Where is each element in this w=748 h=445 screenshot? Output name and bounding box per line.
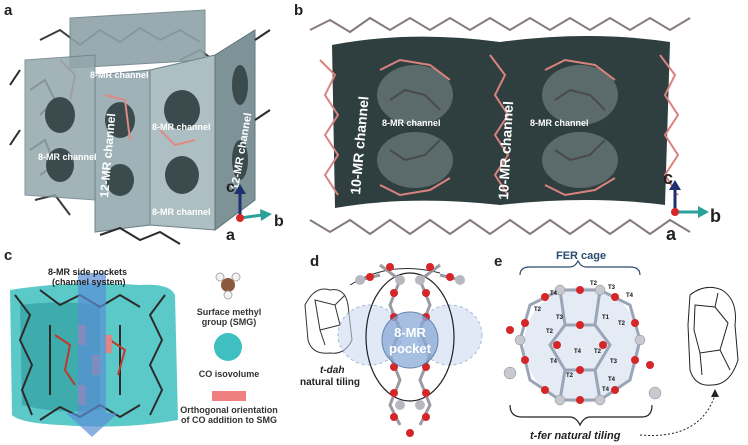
site-label: T4 [626,293,634,299]
panel-b-axes: c b a [663,168,721,244]
site-label: T4 [602,387,610,393]
site-label: T3 [610,359,618,365]
site-label: T4 [550,359,558,365]
panel-a-axes: c b a [226,179,284,244]
panel-e-structure: FER cage T4 T2 T3 T4 T2 [503,250,739,442]
panel-a-framework: 8-MR channel 12-MR channel 8-MR channel … [9,9,284,245]
panel-a: a [0,0,290,245]
panel-a-axis-b: b [274,213,284,230]
panel-b-axis-a: a [666,224,677,244]
t-dah-label: t-dah [320,365,344,376]
site-label: T3 [608,285,616,291]
site-label: T4 [574,349,582,355]
panel-a-axis-a: a [226,227,235,244]
t-dah-label-line2: natural tiling [300,377,360,388]
panel-b-axis-c: c [663,168,673,188]
panel-a-channel-label: 8-MR channel [90,70,149,80]
panel-b-framework: 10-MR channel 10-MR channel 10-MR channe… [309,16,721,244]
site-label: T2 [594,349,602,355]
site-label: T2 [546,329,554,335]
panel-a-axis-c: c [226,179,235,196]
site-label: T2 [618,321,626,327]
site-label: T2 [534,307,542,313]
panel-d-structure: 8-MR pocket t-dah natural tiling [300,263,483,437]
panel-a-channel-label: 8-MR channel [152,207,211,217]
site-label: T4 [608,377,616,383]
pocket-label: 8-MR [394,325,426,340]
panel-b: b 10-MR c [290,0,748,245]
panel-e: e FER cage T4 T2 T3 [490,245,748,445]
t-fer-label: t-fer natural tiling [530,430,621,442]
t-fer-tiling-icon [687,286,739,386]
panel-label-b: b [294,2,304,19]
fer-cage-label: FER cage [556,250,606,262]
panel-b-channel-label: 10-MR channel [495,101,516,201]
site-label: T1 [602,315,610,321]
site-label: T2 [566,373,574,379]
panel-c-subtitle: (channel system) [52,277,126,287]
panel-a-channel-label: 8-MR channel [152,122,211,132]
panel-b-axis-b: b [710,206,721,226]
orthogonal-orientation-icon [212,391,246,401]
panel-c-title: 8-MR side pockets [48,267,127,277]
panel-b-channel-label: 8-MR channel [382,118,441,128]
panel-b-channel-label: 8-MR channel [530,118,589,128]
panel-a-channel-label: 8-MR channel [38,152,97,162]
site-label: T3 [556,315,564,321]
panel-d: d [290,245,490,445]
panel-c: c 8-MR side pockets (channel system) [0,245,290,445]
panel-label-e: e [494,253,503,270]
smg-icon [215,272,241,300]
site-label: T2 [590,281,598,287]
pocket-label-line2: pocket [389,341,432,356]
legend-co: CO isovolume [198,369,260,379]
site-label: T4 [550,291,558,297]
panel-label-a: a [4,2,13,19]
panel-label-c: c [4,247,13,264]
panel-label-d: d [310,253,320,270]
panel-c-framework: 8-MR side pockets (channel system) [10,267,246,437]
co-isovolume-icon [214,333,242,361]
